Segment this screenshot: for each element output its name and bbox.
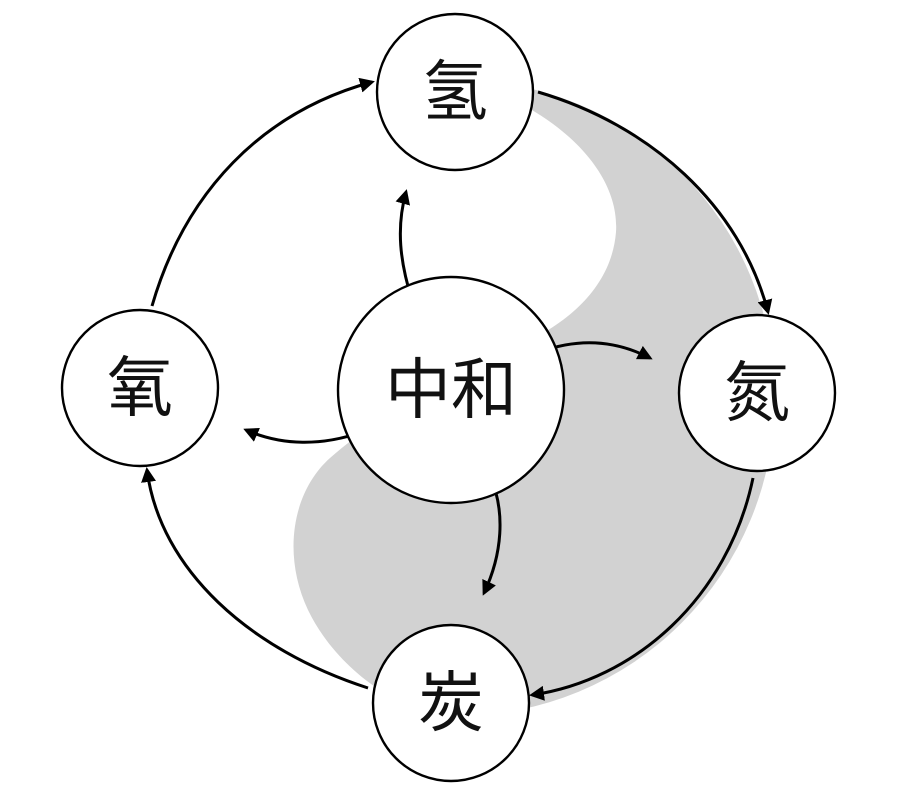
edge-hydrogen-to-nitrogen (537, 90, 773, 315)
node-nitrogen-label: 氮 (724, 355, 790, 432)
node-oxygen-label: 氧 (107, 350, 173, 427)
node-hydrogen: 氢 (375, 12, 535, 172)
edge-carbon-to-oxygen (141, 467, 369, 690)
edge-nitrogen-to-carbon (529, 477, 755, 701)
node-oxygen: 氧 (60, 308, 220, 468)
node-carbon: 炭 (371, 623, 531, 783)
edge-center-to-oxygen (243, 428, 363, 444)
node-carbon-label: 炭 (418, 665, 484, 742)
edge-oxygen-to-hydrogen (150, 77, 375, 307)
node-center-label: 中和 (385, 352, 517, 429)
node-hydrogen-label: 氢 (422, 54, 488, 131)
node-center: 中和 (336, 275, 566, 505)
node-nitrogen: 氮 (677, 313, 837, 473)
